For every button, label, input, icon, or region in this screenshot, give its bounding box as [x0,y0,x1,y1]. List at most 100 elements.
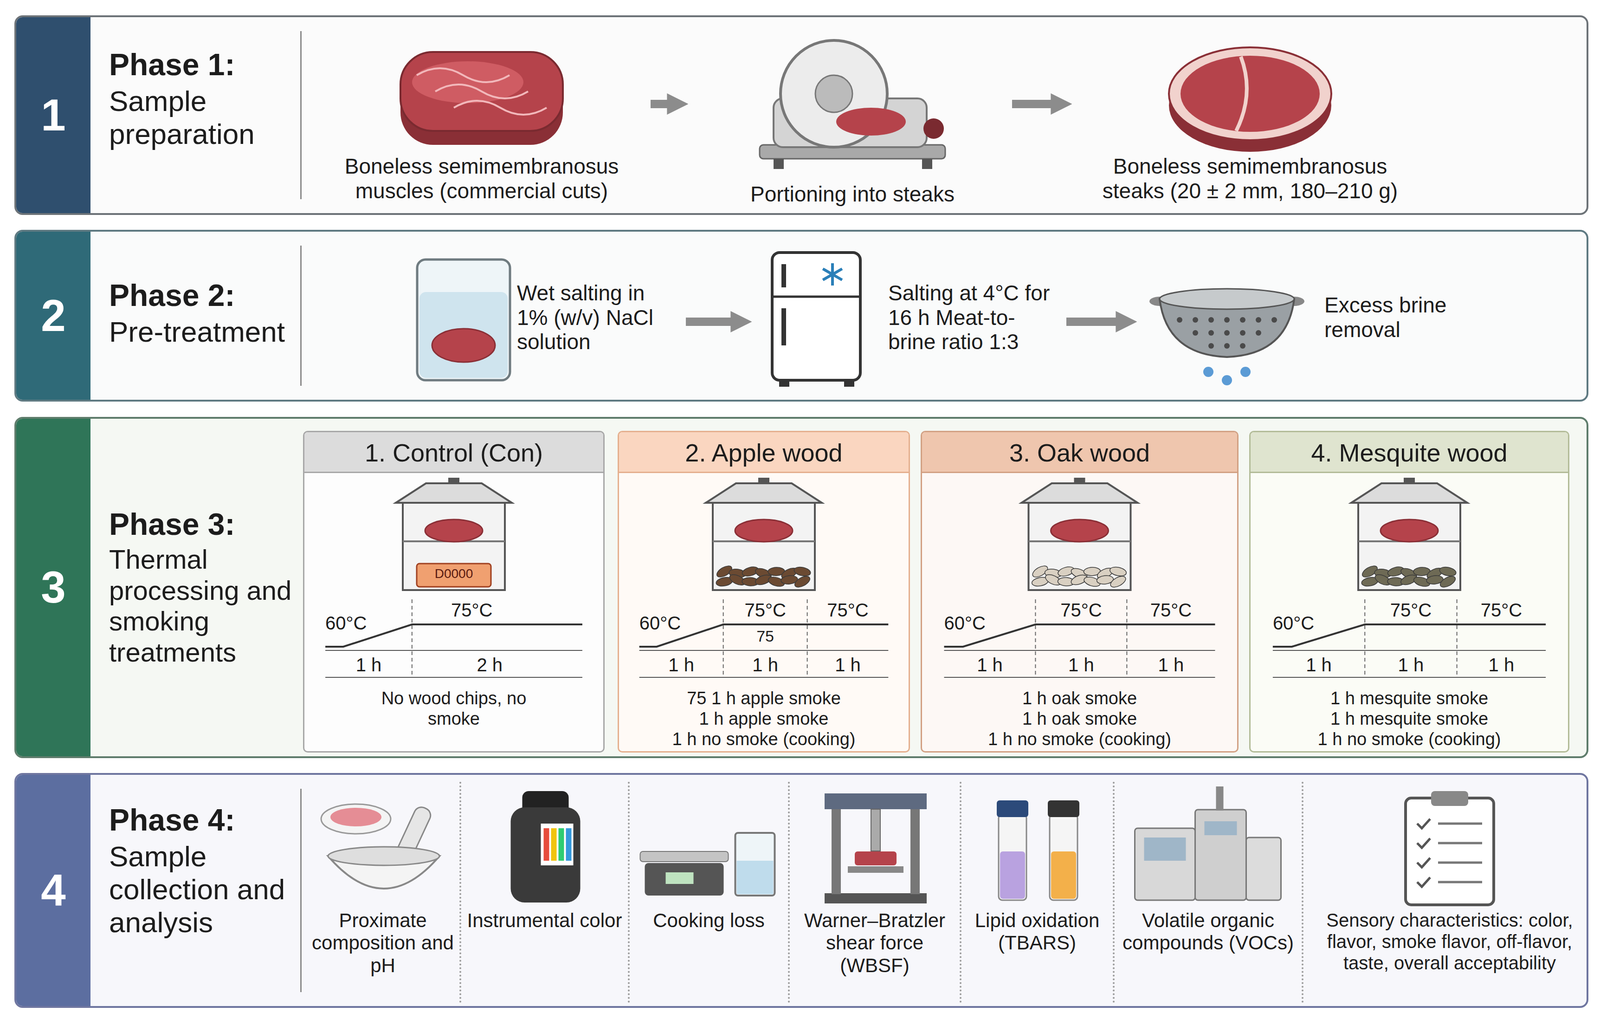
fridge-door [772,295,861,298]
timeline-label: 1 h oak smoke [935,688,1224,709]
phase-number: 4 [40,864,66,916]
slicer-foot [773,158,784,169]
phase-heading: Phase 4: [109,802,300,838]
step-caption: Lipid oxidation (TBARS) [966,909,1109,955]
flow-arrow [1012,99,1064,109]
vial [1049,813,1078,900]
illustration-group [1149,288,1305,386]
process-step: Boneless semimembranosus steaks (20 ± 2 … [1083,28,1418,215]
time-axis [639,676,889,678]
hole [1239,342,1246,349]
clip [1431,790,1469,806]
time-axis [325,676,583,678]
time-axis [944,676,1216,678]
phase-band: Proximate composition and pHInstrumental… [14,772,1589,1008]
phase-divider [806,599,808,678]
vial [998,813,1027,900]
phase-name: Thermal processing and smoking treatment… [109,543,300,668]
illustration-group [944,477,1216,678]
timeline-label: 1 h [340,653,397,676]
process-step: Wet salting in 1% (w/v) NaCl solution [410,245,680,390]
separator-line [300,245,302,386]
dish [321,803,391,834]
illustration-group [417,259,510,381]
timeline-label: 60°C [1272,612,1329,634]
illustration-group [639,477,889,678]
treatment-box: 2. Apple wood60°C75°C75°C751 h1 h1 h75 1… [617,430,910,753]
illustration-group [996,800,1080,900]
step-caption: Sensory characteristics: color, flavor, … [1308,909,1589,974]
list-line [1438,861,1483,864]
hole [1208,316,1214,323]
phase-divider [722,599,724,678]
blade [870,808,881,851]
vial-cap [1047,800,1080,817]
check-mark [1417,877,1431,887]
illustration-group [325,477,583,678]
fridge [772,252,861,381]
process-step: Portioning into steaks [699,28,1006,215]
phase-number: 1 [40,89,66,141]
check-mark [1417,857,1431,867]
phase-heading: Phase 2: [109,277,304,314]
timeline-label: 75°C [1138,599,1204,621]
process-step: Boneless semimembranosus muscles (commer… [319,28,645,215]
steak [735,519,793,542]
meat-slice [836,107,906,136]
fridge-handle [781,264,787,288]
hole [1224,329,1230,336]
illustration-group [400,51,563,145]
step-caption: Portioning into steaks [703,181,1001,207]
phase-name: Sample collection and analysis [109,839,300,939]
time-axis [1272,676,1546,678]
step-caption: Proximate composition and pH [310,909,455,977]
list-line [1438,822,1483,825]
instrument [1135,827,1196,900]
fridge-handle [781,308,787,346]
steak [425,519,483,542]
treatment-header: 2. Apple wood [619,432,909,473]
timeline-label: 60°C [639,612,696,634]
drop [1203,366,1214,377]
timeline-label: 1 h [1290,653,1347,676]
phase-divider [1126,599,1128,678]
separator-line [300,788,302,992]
meat-surface [412,61,524,104]
slicer-knob [923,118,944,139]
smoker-body [402,502,505,590]
number-strip: 2 [16,231,91,400]
analysis-item: Proximate composition and pH [306,781,462,1003]
step-caption: Excess brine removal [1324,292,1480,342]
timeline-label: 75°C [1378,599,1444,621]
platform [847,865,904,873]
timeline-label: 1 h [653,653,710,676]
hole [1224,342,1230,349]
hole [1239,329,1246,336]
drop [1221,374,1233,386]
illustration-group [772,252,861,387]
smoker-body [1028,502,1131,590]
separator-line [300,31,302,200]
heater [416,563,491,587]
timeline-label: 1 h no smoke (cooking) [935,729,1224,750]
title-block: Phase 1:Sample preparation [109,47,300,151]
step-caption: Wet salting in 1% (w/v) NaCl solution [516,280,677,355]
timeline-label: 75°C [1468,599,1534,621]
wood-chip [793,565,812,577]
analysis-item: Instrumental color [461,781,630,1003]
phase-number: 3 [40,561,66,613]
color-bar [566,827,572,861]
treatment-box: 3. Oak wood60°C75°C75°C1 h1 h1 h1 h oak … [920,430,1239,753]
timeline-label: 1 h apple smoke [619,708,908,730]
timeline-label: 60°C [944,612,1000,634]
beaker [417,259,510,381]
treatment-header: 3. Oak wood [922,432,1238,473]
timeline-label: 1 h mesquite smoke [1265,708,1554,730]
color-bar [558,827,565,861]
list-line [1438,841,1483,845]
clipboard [1405,797,1494,905]
illustration-group [1168,47,1332,152]
blade-hub [815,75,853,113]
analysis-item: Cooking loss [629,781,790,1003]
